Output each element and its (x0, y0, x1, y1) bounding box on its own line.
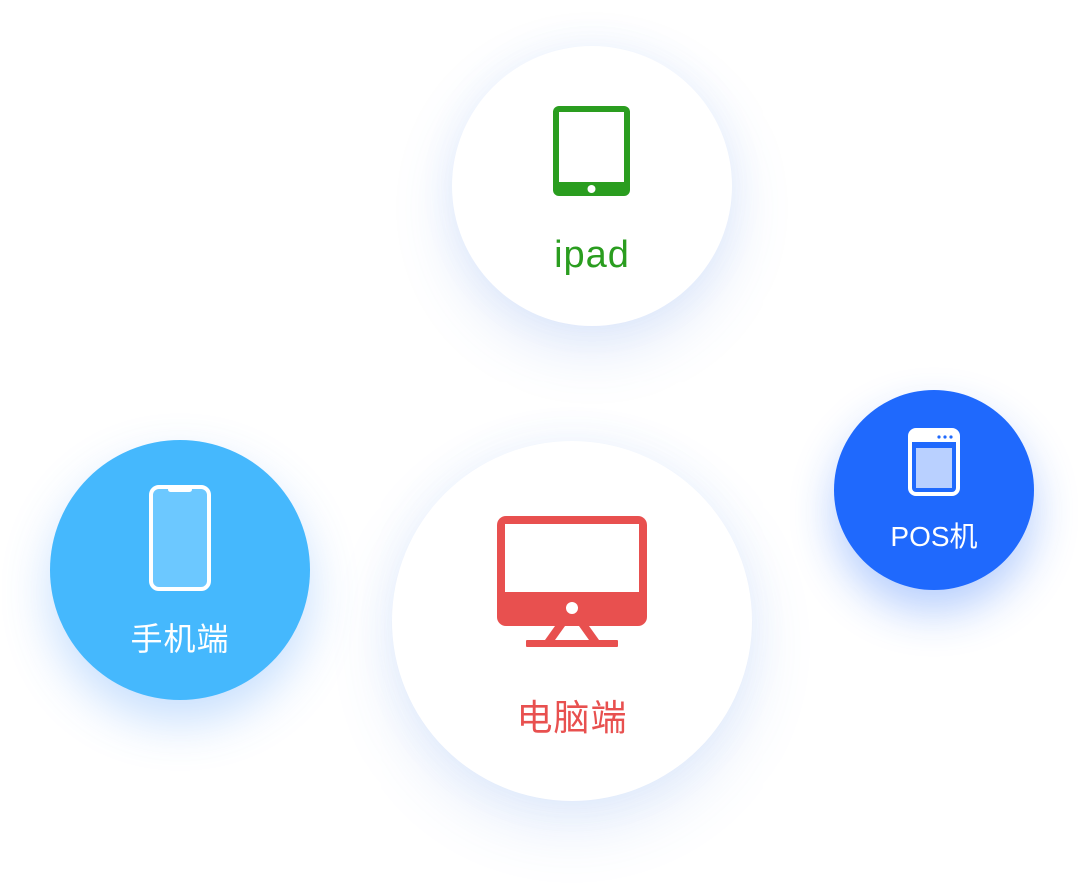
desktop-label: 电脑端 (516, 696, 628, 738)
tablet-icon (552, 105, 632, 202)
ipad-label: ipad (554, 234, 630, 276)
smartphone-icon (149, 484, 211, 596)
pos-bubble: POS机 (834, 390, 1034, 590)
desktop-monitor-icon (497, 515, 647, 653)
desktop-bubble: 电脑端 (392, 441, 752, 801)
mobile-bubble: 手机端 (50, 440, 310, 700)
pos-label: POS机 (890, 520, 978, 552)
mobile-label: 手机端 (130, 620, 230, 657)
ipad-bubble: ipad (452, 46, 732, 326)
pos-terminal-icon (908, 427, 960, 501)
